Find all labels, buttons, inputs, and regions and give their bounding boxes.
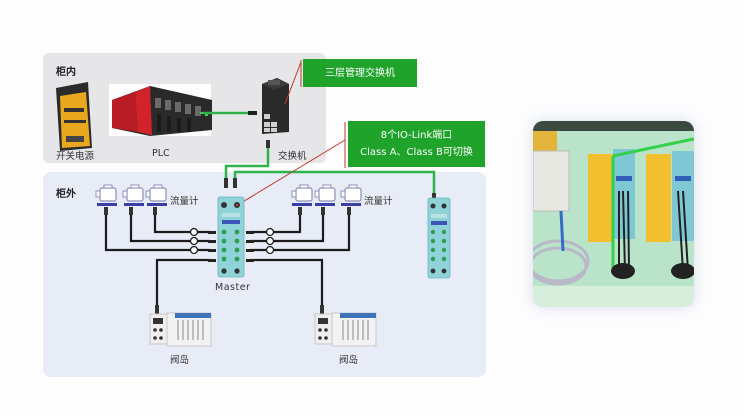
- master-callout-line2: Class A、Class B可切换: [360, 147, 473, 158]
- right-sensor-cables: [250, 212, 351, 320]
- power-supply-icon: [56, 82, 92, 151]
- valve-island-right-label: 阀岛: [339, 355, 359, 366]
- switch-label: 交换机: [278, 151, 307, 162]
- flowmeter-icon: [95, 184, 117, 206]
- switch-icon: [262, 78, 289, 134]
- master-callout-line1: 8个IO-Link端口: [380, 130, 453, 141]
- switch-slave-cable: [233, 170, 436, 198]
- valve-island-right-icon: [314, 312, 377, 347]
- valve-island-left-label: 阀岛: [170, 355, 190, 366]
- valve-island-left-icon: [149, 312, 212, 347]
- switch-connector: [266, 140, 270, 148]
- master-callout: 8个IO-Link端口 Class A、Class B可切换: [348, 121, 485, 167]
- switch-callout-leader: [284, 61, 302, 105]
- master-callout-leader: [235, 139, 346, 207]
- cabinet-photo-illustration: [533, 121, 694, 307]
- flowmeter-icon: [340, 184, 362, 206]
- rj45-connector: [248, 111, 257, 115]
- cable-coupler-icons: [189, 227, 275, 255]
- switch-master-cable-1: [224, 148, 270, 178]
- iolink-module-icon: [427, 197, 451, 279]
- power-supply-label: 开关电源: [56, 151, 95, 162]
- switch-callout: 三层管理交换机: [303, 59, 417, 87]
- flowmeter-icon: [122, 184, 144, 206]
- outside-cabinet-panel: [43, 172, 486, 377]
- cabinet-photo: [533, 121, 694, 307]
- flowmeter-left-label: 流量计: [170, 196, 199, 207]
- flowmeter-right-label: 流量计: [364, 196, 393, 207]
- flowmeter-right-group: [291, 184, 362, 206]
- inside-cabinet-label: 柜内: [56, 67, 76, 78]
- flowmeter-icon: [145, 184, 167, 206]
- switch-callout-text: 三层管理交换机: [325, 67, 395, 79]
- flowmeter-icon: [291, 184, 313, 206]
- master-label: Master: [215, 282, 251, 293]
- flowmeter-left-group: [95, 184, 167, 206]
- plc-label: PLC: [152, 148, 170, 159]
- outside-cabinet-label: 柜外: [56, 189, 76, 200]
- iolink-master-icon: [217, 196, 245, 278]
- plc-icon: [109, 84, 212, 136]
- flowmeter-icon: [314, 184, 336, 206]
